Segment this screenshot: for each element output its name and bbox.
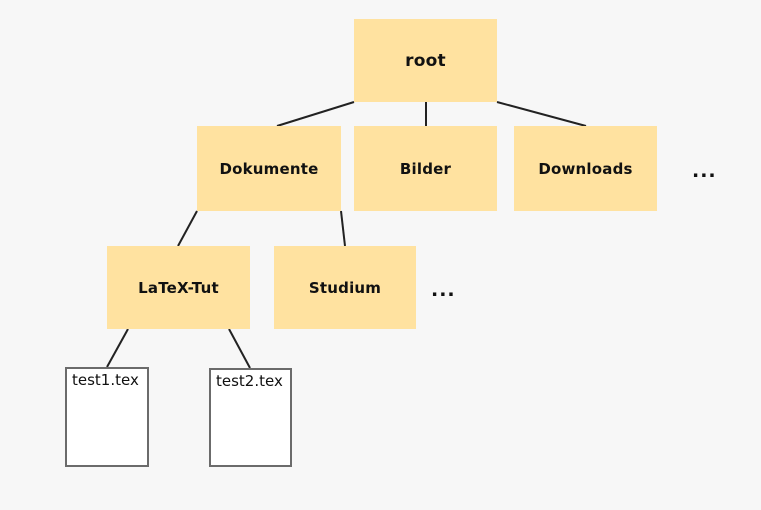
node-downloads[interactable]: Downloads — [514, 126, 657, 211]
node-bilder[interactable]: Bilder — [354, 126, 497, 211]
edge-root-dokumente — [276, 101, 355, 127]
node-downloads-label: Downloads — [538, 159, 633, 178]
node-studium-label: Studium — [308, 278, 382, 297]
node-root-label: root — [405, 50, 446, 71]
node-file-test1[interactable]: test1.tex — [65, 367, 149, 467]
node-root[interactable]: root — [354, 19, 497, 102]
node-file-test1-label: test1.tex — [72, 371, 139, 389]
ellipsis-row-two: ... — [692, 160, 717, 182]
node-bilder-label: Bilder — [399, 159, 452, 178]
node-latex-tut[interactable]: LaTeX-Tut — [107, 246, 250, 329]
edge-latex-tut-test2 — [228, 328, 251, 369]
node-dokumente[interactable]: Dokumente — [197, 126, 341, 211]
edge-latex-tut-test1 — [106, 328, 129, 368]
node-latex-tut-label: LaTeX-Tut — [138, 278, 219, 297]
node-file-test2-label: test2.tex — [216, 372, 283, 390]
node-dokumente-label: Dokumente — [219, 159, 319, 178]
ellipsis-row-three: ... — [431, 279, 456, 301]
node-file-test2[interactable]: test2.tex — [209, 368, 292, 467]
edge-dokumente-studium — [340, 210, 346, 247]
edge-root-downloads — [496, 101, 587, 127]
edge-dokumente-latex-tut — [177, 210, 198, 247]
node-studium[interactable]: Studium — [274, 246, 416, 329]
